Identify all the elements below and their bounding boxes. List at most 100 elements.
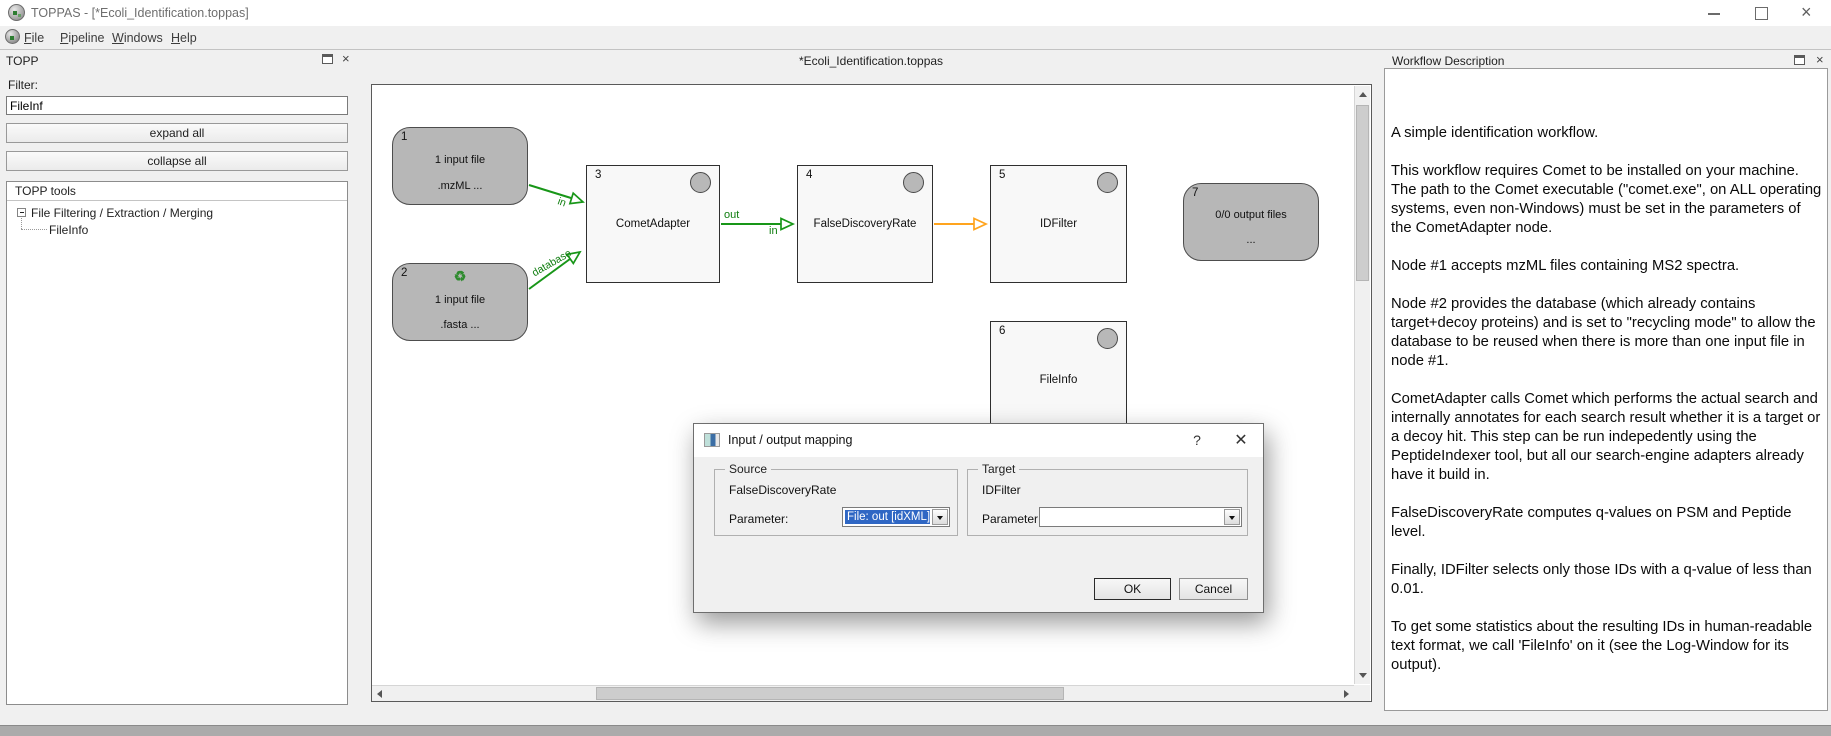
workflow-description-textarea[interactable]: A simple identification workflow. This w… <box>1384 68 1828 711</box>
canvas-vertical-scrollbar[interactable] <box>1354 86 1370 684</box>
source-groupbox: Source FalseDiscoveryRate Parameter: Fil… <box>714 462 958 536</box>
vertical-scrollbar-thumb[interactable] <box>1356 105 1369 281</box>
node-number: 7 <box>1192 187 1199 199</box>
status-circle <box>690 172 711 193</box>
node-number: 5 <box>999 169 1006 181</box>
source-node-name: FalseDiscoveryRate <box>729 483 837 497</box>
combobox-selected-value: File: out [idXML] <box>845 510 930 524</box>
description-paragraph: FalseDiscoveryRate computes q-values on … <box>1391 505 1792 540</box>
status-circle <box>1097 328 1118 349</box>
window-bottom-bar <box>0 725 1831 736</box>
topp-panel: TOPP × Filter: expand all collapse all T… <box>0 50 357 725</box>
node-2-input-fasta[interactable]: 2 ♻ 1 input file .fasta ... <box>392 263 528 341</box>
combobox-dropdown-arrow-icon[interactable] <box>932 509 948 525</box>
description-paragraph: To get some statistics about the resulti… <box>1391 619 1813 673</box>
target-parameter-label: Parameter: <box>982 512 1042 526</box>
filter-input[interactable] <box>6 96 348 115</box>
canvas-tab-title: *Ecoli_Identification.toppas <box>798 54 944 68</box>
edge-label-in2: in <box>769 225 778 237</box>
topp-tools-tree: TOPP tools File Filtering / Extraction /… <box>6 181 348 705</box>
menu-pipeline[interactable]: Pipeline <box>60 31 105 45</box>
menu-windows[interactable]: Windows <box>112 31 163 45</box>
scroll-up-arrow-icon[interactable] <box>1359 92 1367 97</box>
canvas-horizontal-scrollbar[interactable] <box>372 685 1354 701</box>
tree-item-file-filtering[interactable]: File Filtering / Extraction / Merging <box>31 206 214 220</box>
node-1-input-mzml[interactable]: 1 1 input file .mzML ... <box>392 127 528 205</box>
input-output-mapping-dialog: Input / output mapping ? ✕ Source FalseD… <box>693 423 1264 613</box>
target-node-name: IDFilter <box>982 483 1021 497</box>
source-parameter-combobox[interactable]: File: out [idXML] <box>842 507 950 527</box>
target-parameter-combobox[interactable] <box>1039 507 1242 527</box>
scroll-right-arrow-icon[interactable] <box>1344 690 1349 698</box>
expand-all-button[interactable]: expand all <box>6 123 348 143</box>
dialog-help-button[interactable]: ? <box>1193 432 1201 448</box>
node-label: FalseDiscoveryRate <box>813 218 917 230</box>
description-paragraph: This workflow requires Comet to be insta… <box>1391 163 1822 236</box>
tree-item-fileinfo[interactable]: FileInfo <box>49 223 89 237</box>
dock-close-icon[interactable]: × <box>1816 52 1824 67</box>
node-5-idfilter[interactable]: 5 IDFilter <box>990 165 1127 283</box>
dock-float-icon[interactable] <box>1794 55 1805 65</box>
node-line2: .fasta ... <box>440 319 480 331</box>
source-group-label: Source <box>725 462 772 476</box>
tree-connector <box>21 229 47 230</box>
node-line1: 0/0 output files <box>1215 209 1287 221</box>
combobox-dropdown-arrow-icon[interactable] <box>1224 509 1240 525</box>
node-4-falsediscoveryrate[interactable]: 4 FalseDiscoveryRate <box>797 165 933 283</box>
ok-button[interactable]: OK <box>1094 578 1171 600</box>
node-line1: 1 input file <box>434 154 486 166</box>
workflow-description-title: Workflow Description <box>1392 54 1505 68</box>
filter-label: Filter: <box>8 78 38 92</box>
node-line2: ... <box>1246 234 1256 246</box>
window-close-button[interactable] <box>1791 0 1825 26</box>
menu-file[interactable]: File <box>24 31 45 45</box>
target-group-label: Target <box>978 462 1020 476</box>
tree-connector <box>21 218 22 229</box>
document-icon <box>5 29 20 44</box>
node-number: 1 <box>401 131 408 143</box>
scrollbar-corner <box>1354 685 1370 701</box>
node-7-output-files[interactable]: 7 0/0 output files ... <box>1183 183 1319 261</box>
node-number: 3 <box>595 169 602 181</box>
node-label: IDFilter <box>1039 218 1078 230</box>
node-6-fileinfo[interactable]: 6 FileInfo <box>990 321 1127 439</box>
edge-label-out: out <box>724 209 740 221</box>
window-maximize-button[interactable] <box>1744 0 1778 26</box>
description-paragraph: Node #2 provides the database (which alr… <box>1391 296 1816 369</box>
dialog-close-button[interactable]: ✕ <box>1234 432 1248 449</box>
title-bar: TOPPAS - [*Ecoli_Identification.toppas] <box>0 0 1831 26</box>
dialog-title: Input / output mapping <box>728 433 853 447</box>
cancel-button[interactable]: Cancel <box>1179 578 1248 600</box>
description-paragraph: Finally, IDFilter selects only those IDs… <box>1391 562 1812 597</box>
node-number: 6 <box>999 325 1006 337</box>
node-number: 4 <box>806 169 813 181</box>
tree-collapse-expander-icon[interactable] <box>17 208 26 217</box>
dock-close-icon[interactable]: × <box>342 51 350 66</box>
node-number: 2 <box>401 267 408 279</box>
node-line2: .mzML ... <box>437 180 483 192</box>
dialog-title-bar[interactable]: Input / output mapping ? ✕ <box>694 424 1263 457</box>
description-paragraph: Node #1 accepts mzML files containing MS… <box>1391 258 1740 274</box>
status-circle <box>903 172 924 193</box>
horizontal-scrollbar-thumb[interactable] <box>596 687 1064 700</box>
node-label: FileInfo <box>1039 374 1078 386</box>
source-parameter-label: Parameter: <box>729 512 789 526</box>
tree-header: TOPP tools <box>7 182 347 201</box>
description-paragraph: A simple identification workflow. <box>1391 125 1599 141</box>
status-circle <box>1097 172 1118 193</box>
combobox-selected-value <box>1042 510 1222 524</box>
scroll-down-arrow-icon[interactable] <box>1359 673 1367 678</box>
scroll-left-arrow-icon[interactable] <box>377 690 382 698</box>
window-minimize-button[interactable] <box>1697 0 1731 26</box>
collapse-all-button[interactable]: collapse all <box>6 151 348 171</box>
node-3-cometadapter[interactable]: 3 CometAdapter <box>586 165 720 283</box>
dock-float-icon[interactable] <box>322 54 333 64</box>
topp-panel-title: TOPP <box>6 54 39 68</box>
dialog-icon <box>704 433 720 447</box>
node-line1: 1 input file <box>434 294 486 306</box>
workflow-description-text: A simple identification workflow. This w… <box>1391 124 1824 694</box>
menu-help[interactable]: Help <box>171 31 197 45</box>
workflow-description-panel: Workflow Description × A simple identifi… <box>1383 50 1831 725</box>
menu-bar: File Pipeline Windows Help <box>0 26 1831 71</box>
